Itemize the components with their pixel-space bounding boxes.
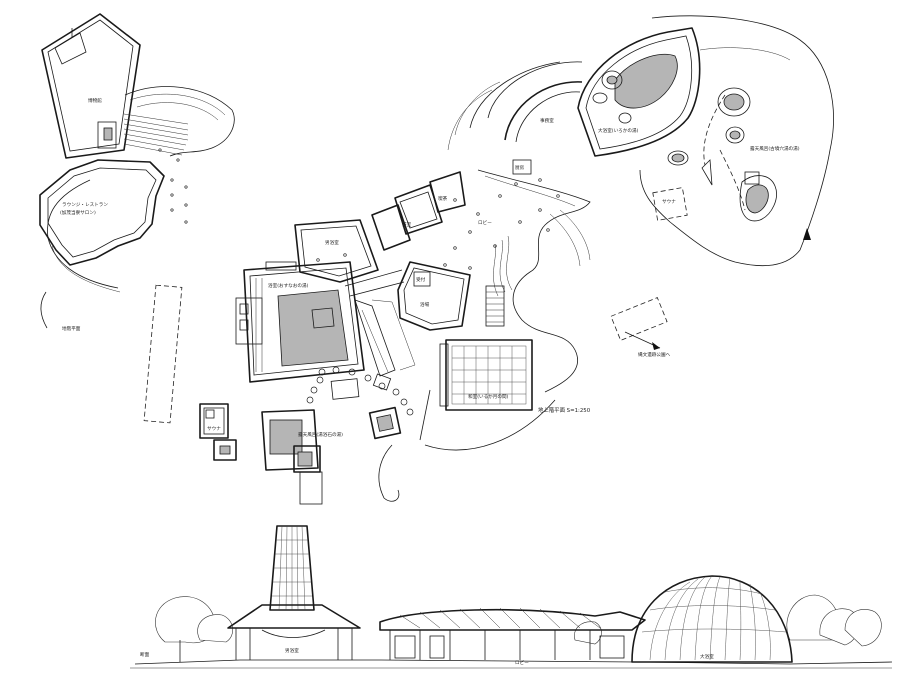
label-basement-plan: 地階平面 bbox=[62, 325, 81, 332]
label-museum: 博物館 bbox=[88, 97, 102, 104]
basement-stairs bbox=[123, 113, 189, 156]
ground-plan: ロビー 茶室 喫茶 受付 浴場 男浴室 浴室(おすなおの湯) bbox=[143, 169, 671, 505]
central-stairs bbox=[485, 285, 505, 327]
tatami-room bbox=[445, 339, 533, 411]
basement-plan: 博物館 ラウンジ・レストラン (加茂当寮サロン) 地階平面 bbox=[39, 13, 235, 332]
label-hot-water: 茶室 bbox=[402, 221, 412, 228]
west-pool bbox=[277, 289, 349, 367]
label-section-lobby: ロビー bbox=[515, 659, 529, 666]
label-sauna-west: サウナ bbox=[207, 425, 221, 432]
label-office: 事務室 bbox=[540, 117, 554, 124]
reception-block bbox=[397, 261, 471, 331]
tower-grid bbox=[272, 525, 312, 611]
dashed-strip bbox=[143, 284, 183, 424]
parking-dashed bbox=[610, 297, 668, 341]
label-section-dome-bath: 大浴室 bbox=[700, 653, 714, 660]
label-bath-small: 浴室(おすなおの湯) bbox=[268, 282, 309, 289]
label-section-men-bath: 男浴室 bbox=[285, 647, 299, 654]
outdoor-enclosure bbox=[639, 15, 834, 266]
label-bath-north: 男浴室 bbox=[325, 239, 339, 246]
label-to-park: 縄文遺跡公園へ bbox=[638, 351, 671, 358]
label-cafe: 喫茶 bbox=[438, 195, 448, 202]
tower bbox=[269, 525, 315, 611]
southwest-bath: サウナ 露天風呂(湯浴石の湯) bbox=[199, 403, 343, 505]
dome-ribs bbox=[641, 575, 787, 661]
lobby-roof bbox=[379, 608, 646, 631]
section-trees bbox=[155, 594, 882, 662]
north-bath bbox=[294, 219, 379, 283]
label-kitchen: 厨房 bbox=[515, 164, 525, 171]
label-lounge-1: ラウンジ・レストラン bbox=[62, 201, 108, 208]
lobby-columns bbox=[443, 178, 560, 270]
label-baths-lobby: 浴場 bbox=[420, 301, 430, 308]
section-drawing: 断面 男浴室 bbox=[130, 525, 893, 669]
label-reception: 受付 bbox=[416, 276, 426, 283]
label-dome-bath: 大浴室(いろかの湯) bbox=[598, 127, 639, 134]
lobby-roof-truss bbox=[399, 607, 601, 629]
lounge-restaurant bbox=[39, 159, 165, 266]
arrow-to-park-icon bbox=[652, 342, 660, 350]
east-bath-area: 大浴室(いろかの湯) 事務室 厨房 露天風呂(古墳穴湯の湯) サウナ bbox=[447, 15, 834, 266]
label-ground-plan: 地上階平面 S=1:250 bbox=[538, 406, 591, 414]
label-lobby: ロビー bbox=[478, 219, 492, 226]
dome-bath-room bbox=[577, 27, 701, 157]
label-outdoor-bath-west: 露天風呂(湯浴石の湯) bbox=[298, 431, 343, 438]
label-sauna-east: サウナ bbox=[662, 198, 676, 205]
main-pool bbox=[614, 53, 678, 109]
west-bath-block bbox=[243, 261, 365, 383]
museum-room bbox=[41, 13, 141, 159]
north-arrow-icon bbox=[803, 228, 811, 240]
label-lounge-2: (加茂当寮サロン) bbox=[60, 209, 96, 216]
label-outdoor-bath-east: 露天風呂(古墳穴湯の湯) bbox=[750, 145, 800, 152]
basement-columns bbox=[158, 148, 188, 224]
stepping-stones bbox=[306, 366, 414, 416]
label-tatami: 和室(いるか月の間) bbox=[468, 393, 509, 400]
tatami-grid bbox=[451, 345, 527, 405]
label-section: 断面 bbox=[140, 651, 150, 658]
